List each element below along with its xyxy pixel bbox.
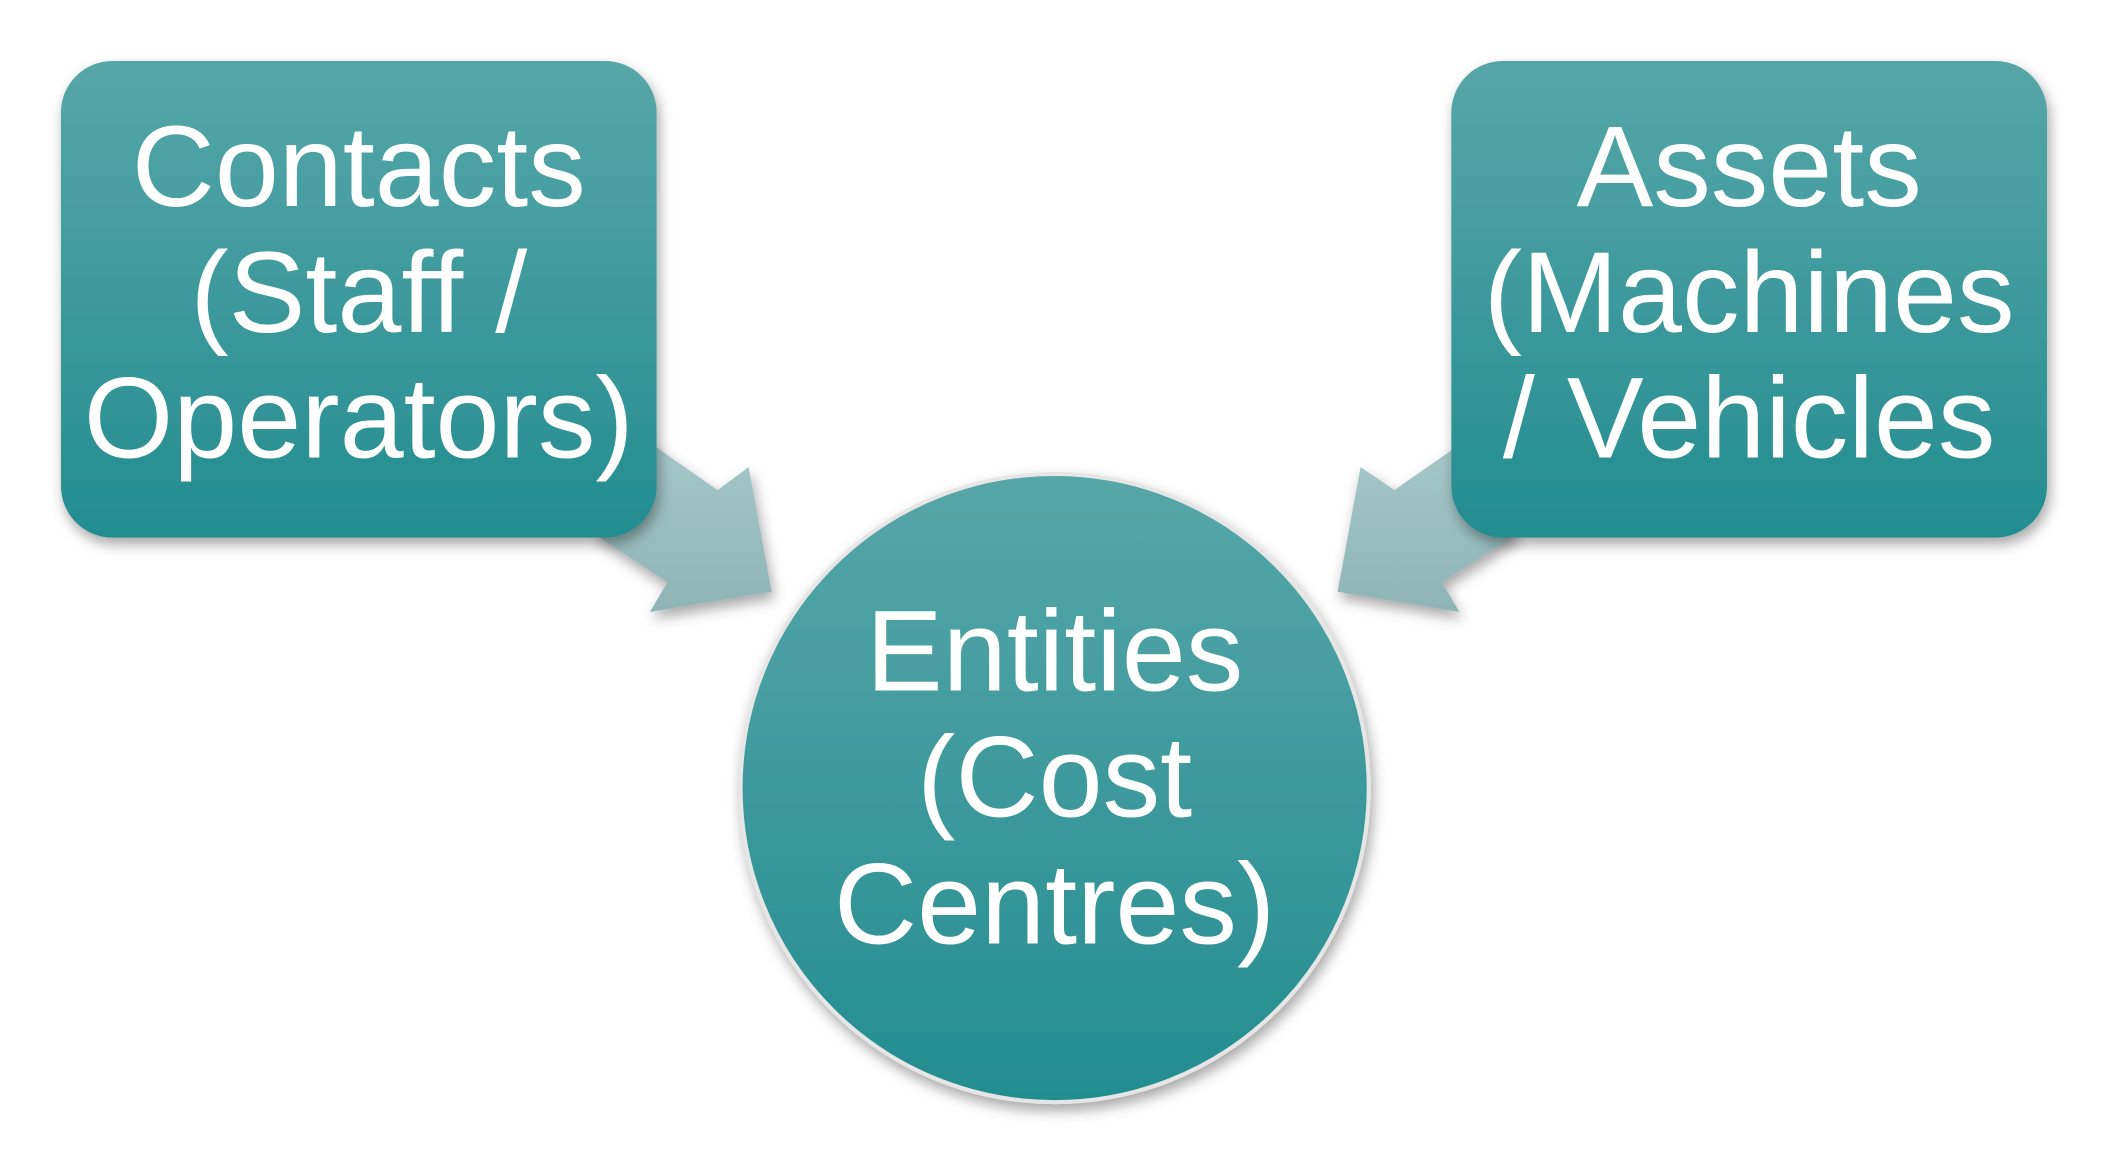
contacts-line-2: (Staff / [190, 229, 527, 357]
entities-line-1: Entities [866, 588, 1243, 716]
contacts-node: Contacts (Staff / Operators) [60, 61, 657, 538]
contacts-line-1: Contacts [132, 103, 586, 231]
entities-line-3: Centres) [834, 841, 1275, 969]
contacts-line-3: Operators) [84, 355, 634, 483]
entities-node: Entities (Cost Centres) [738, 471, 1371, 1105]
assets-line-1: Assets [1577, 103, 1922, 231]
entities-line-2: (Cost [917, 713, 1192, 841]
assets-line-3: / Vehicles [1503, 355, 1996, 483]
assets-node: Assets (Machines / Vehicles [1451, 61, 2048, 538]
assets-line-2: (Machines [1484, 229, 2015, 357]
